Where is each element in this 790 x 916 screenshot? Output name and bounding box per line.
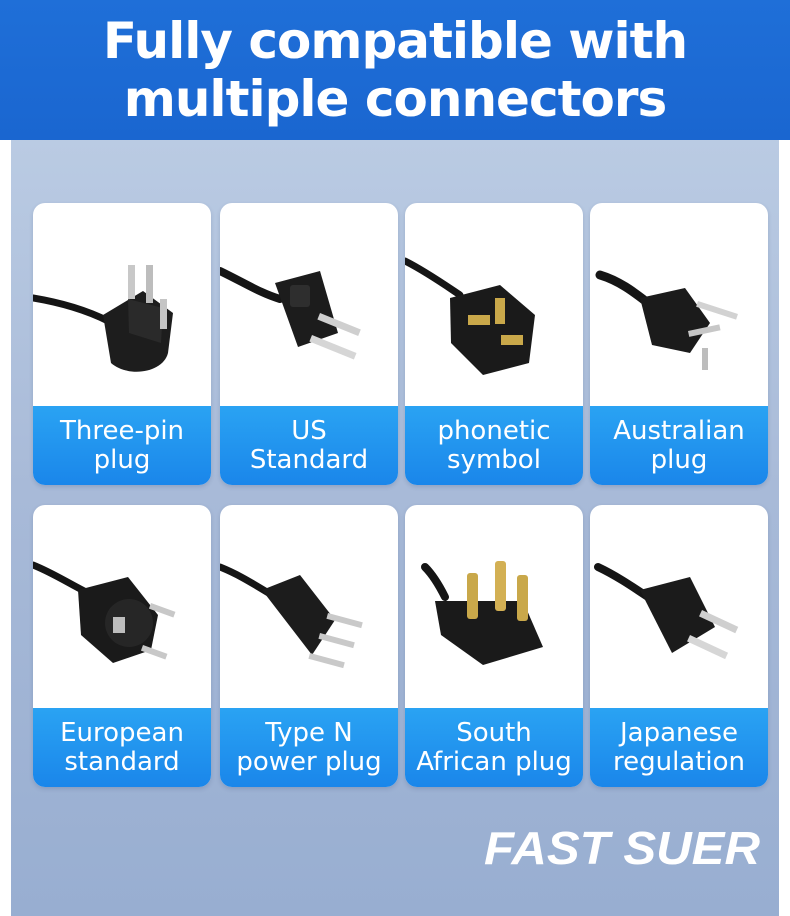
plug-label-line-2: standard	[64, 746, 180, 777]
plug-label-line-1: European	[60, 717, 184, 748]
plug-label: US Standard	[220, 406, 398, 485]
plug-card-type-n: Type N power plug	[220, 505, 398, 787]
plug-label-line-2: plug	[93, 444, 151, 475]
plug-label: European standard	[33, 708, 211, 787]
plug-label-line-2: Standard	[249, 444, 369, 475]
plug-label-line-1: phonetic	[437, 415, 551, 446]
plug-label-line-2: African plug	[416, 746, 572, 777]
south-african-plug-icon	[421, 561, 543, 665]
plug-label-line-1: Australian	[613, 415, 745, 446]
plug-label-line-1: South	[456, 717, 532, 748]
page-title-line-2: multiple connectors	[123, 70, 668, 128]
plug-card-three-pin: Three-pin plug	[33, 203, 211, 485]
plug-label: South African plug	[405, 708, 583, 787]
plug-label: Type N power plug	[220, 708, 398, 787]
plug-label-line-1: Type N	[265, 717, 353, 748]
three-pin-plug-icon	[33, 265, 173, 372]
plug-card-japanese: Japanese regulation	[590, 505, 768, 787]
plug-label-line-2: symbol	[447, 444, 541, 475]
plug-card-south-african: South African plug	[405, 505, 583, 787]
plug-label-line-2: regulation	[612, 746, 746, 777]
plug-label: Japanese regulation	[590, 708, 768, 787]
plug-label-line-1: Japanese	[619, 717, 739, 748]
plug-label-line-2: plug	[650, 444, 708, 475]
plug-label-line-1: US	[291, 415, 327, 446]
plug-label-line-2: power plug	[236, 746, 382, 777]
brand-logo-text: FAST SUER	[484, 824, 760, 872]
plug-label: Australian plug	[590, 406, 768, 485]
us-plug-icon	[220, 267, 361, 360]
plug-card-uk: phonetic symbol	[405, 203, 583, 485]
type-n-plug-icon	[220, 563, 363, 669]
page-header: Fully compatible with multiple connector…	[0, 0, 790, 140]
plug-label-line-1: Three-pin	[59, 415, 185, 446]
japanese-plug-icon	[594, 563, 739, 660]
page-title-line-1: Fully compatible with	[102, 12, 688, 70]
plug-label: phonetic symbol	[405, 406, 583, 485]
plug-label: Three-pin plug	[33, 406, 211, 485]
european-plug-icon	[33, 561, 176, 663]
brand-logo: FAST SUER	[484, 824, 760, 872]
plug-card-european: European standard	[33, 505, 211, 787]
australian-plug-icon	[595, 270, 738, 370]
plug-card-us: US Standard	[220, 203, 398, 485]
uk-plug-icon	[405, 257, 535, 375]
plug-card-australian: Australian plug	[590, 203, 768, 485]
